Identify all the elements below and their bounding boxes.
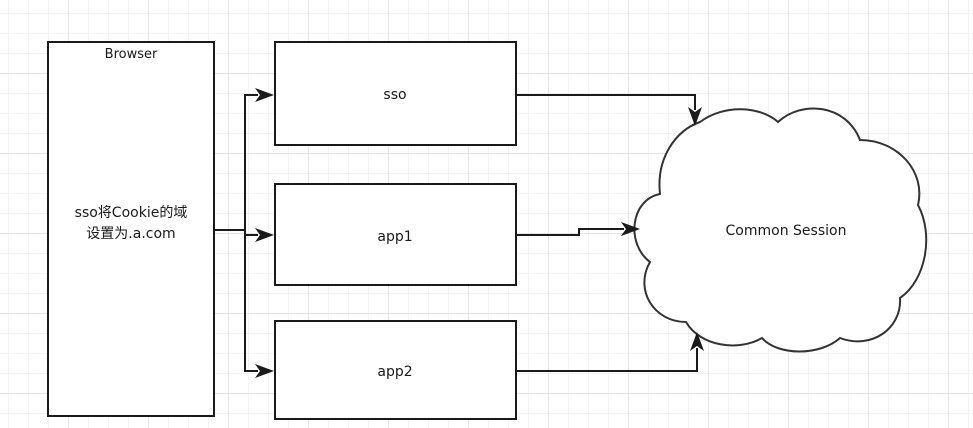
arrowhead-sso	[255, 88, 274, 102]
arrowhead-app2-session	[690, 332, 704, 351]
app1-node[interactable]: app1	[274, 183, 517, 286]
browser-title: Browser	[105, 47, 158, 62]
sso-label: sso	[383, 87, 406, 103]
app1-label: app1	[377, 229, 412, 245]
arrowhead-app1-session	[621, 222, 640, 236]
browser-note-line1: sso将Cookie的域	[75, 205, 188, 221]
app2-node[interactable]: app2	[274, 320, 517, 420]
edge-sso-to-session	[516, 94, 696, 110]
sso-node[interactable]: sso	[274, 41, 517, 146]
browser-note-line2: 设置为.a.com	[86, 226, 175, 242]
common-session-node[interactable]: Common Session	[633, 107, 928, 353]
edge-app1-to-session	[516, 228, 624, 236]
edge-browser-to-sso	[244, 94, 258, 230]
cloud-shape	[633, 107, 928, 353]
edge-browser-to-app2	[244, 230, 258, 372]
browser-node[interactable]: Browser sso将Cookie的域 设置为.a.com	[47, 41, 215, 417]
arrowhead-app1	[255, 228, 274, 242]
arrowhead-sso-session	[688, 107, 702, 126]
app2-label: app2	[377, 364, 412, 380]
edge-app2-to-session	[516, 348, 698, 372]
edge-browser-to-app1	[244, 230, 258, 236]
arrowhead-app2	[255, 364, 274, 378]
common-session-label: Common Session	[726, 223, 847, 239]
